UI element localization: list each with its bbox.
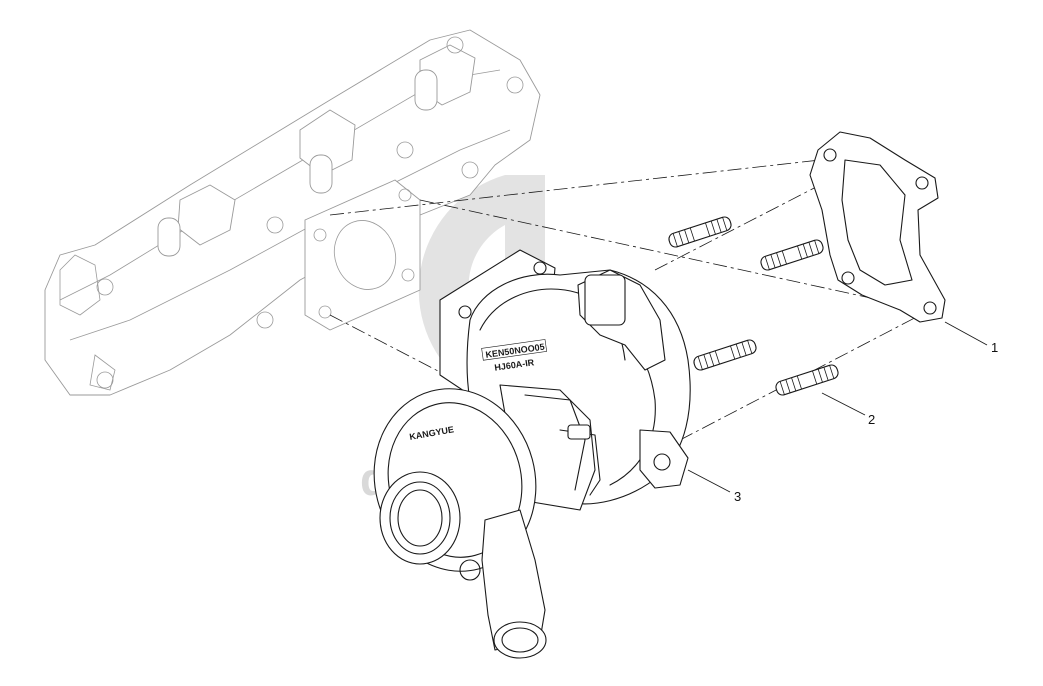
stud-2: [760, 239, 824, 271]
studs: [668, 216, 839, 396]
stud-4: [775, 364, 839, 396]
exhaust-manifold: [44, 29, 541, 396]
callout-3: 3: [734, 489, 741, 504]
turbocharger: KEN50NOO05 HJ60A-IR KANGYUE: [373, 249, 691, 659]
callout-2: 2: [868, 412, 875, 427]
callout-1: 1: [991, 340, 998, 355]
callouts: 1 2 3: [687, 321, 998, 504]
gasket: [809, 131, 946, 323]
stud-3: [693, 339, 757, 371]
stud-1: [668, 216, 732, 248]
